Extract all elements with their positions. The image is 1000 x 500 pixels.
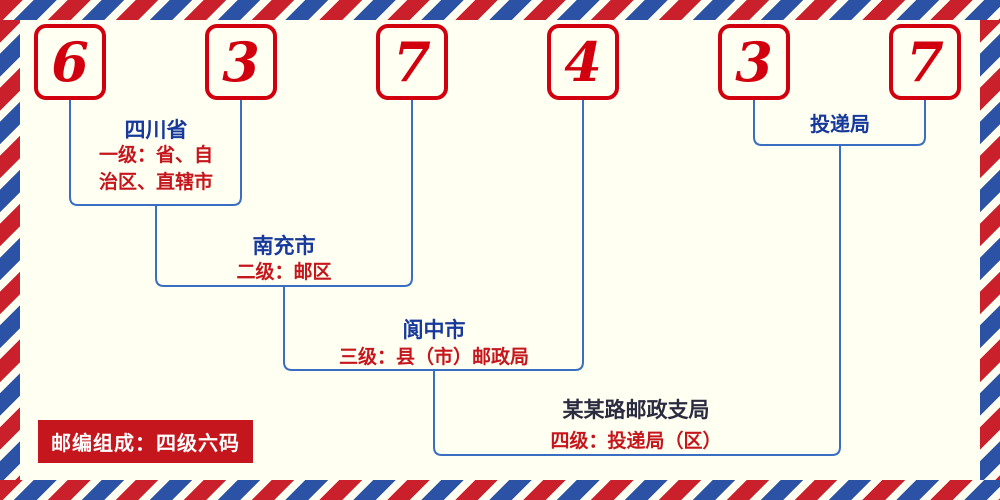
level4-description: 四级：投递局（区） bbox=[550, 430, 722, 452]
digit-2: 3 bbox=[222, 30, 260, 94]
digit-5: 3 bbox=[735, 30, 773, 94]
airmail-border-bottom bbox=[0, 480, 1000, 500]
level3-description: 三级：县（市）邮政局 bbox=[338, 346, 530, 368]
level1-description: 一级：省、自治区、直辖市 bbox=[98, 144, 213, 193]
airmail-border-left bbox=[0, 20, 20, 480]
digit-box-2: 3 bbox=[205, 24, 277, 100]
digit-1: 6 bbox=[51, 30, 89, 94]
delivery-office-label: 投递局 bbox=[810, 112, 870, 136]
level4-branch-name: 某某路邮政支局 bbox=[562, 398, 710, 422]
digit-box-4: 4 bbox=[547, 24, 619, 100]
digit-box-5: 3 bbox=[718, 24, 790, 100]
level3-county-name: 阆中市 bbox=[402, 318, 466, 342]
digit-box-1: 6 bbox=[34, 24, 106, 100]
airmail-border-right bbox=[980, 20, 1000, 480]
digit-box-6: 7 bbox=[889, 24, 961, 100]
digit-box-3: 7 bbox=[376, 24, 448, 100]
airmail-border-top bbox=[0, 0, 1000, 20]
digit-3: 7 bbox=[393, 30, 431, 94]
level2-city-name: 南充市 bbox=[252, 234, 316, 258]
level2-description: 二级：邮区 bbox=[236, 261, 332, 283]
digit-4: 4 bbox=[564, 30, 602, 94]
postcode-composition-badge: 邮编组成：四级六码 bbox=[38, 420, 253, 463]
digit-6: 7 bbox=[906, 30, 944, 94]
level1-province-name: 四川省 bbox=[124, 118, 188, 142]
